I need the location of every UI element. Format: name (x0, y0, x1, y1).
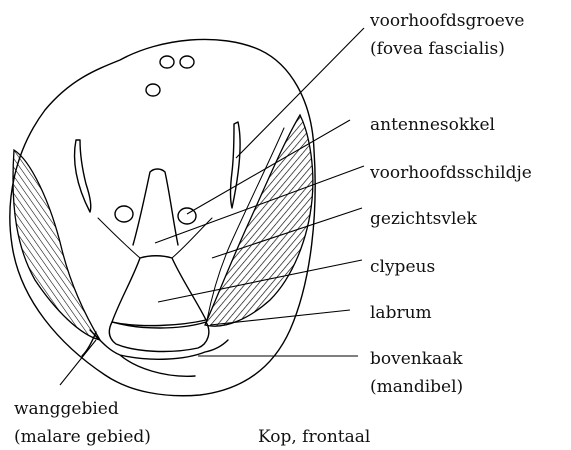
ocellus-right (180, 56, 194, 68)
label-mandible-line1: bovenkaak (370, 349, 463, 369)
leader-malar (60, 340, 96, 385)
ocellus-median (146, 84, 160, 96)
label-face-spot: gezichtsvlek (370, 209, 477, 229)
label-labrum: labrum (370, 303, 432, 323)
fovea-left (75, 140, 91, 212)
label-mandible-line2: (mandibel) (370, 377, 463, 397)
figure-caption: Kop, frontaal (258, 427, 370, 447)
label-antenna-socket: antennesokkel (370, 115, 495, 135)
face-side-left-suture (98, 218, 140, 258)
label-frontal-shield: voorhoofdsschildje (369, 163, 532, 183)
label-fovea-line2: (fovea fascialis) (370, 39, 505, 59)
ocellus-left (160, 56, 174, 68)
frontal-shield (133, 169, 178, 245)
antenna-socket-left (115, 206, 133, 222)
label-malar-line2: (malare gebied) (14, 427, 151, 447)
compound-eye-right (205, 115, 313, 326)
label-clypeus: clypeus (370, 257, 435, 277)
compound-eye-left (13, 150, 100, 340)
labrum-outline (109, 322, 208, 351)
clypeus-outline (112, 256, 206, 326)
label-malar-line1: wanggebied (14, 399, 119, 419)
label-fovea-line1: voorhoofdsgroeve (369, 11, 525, 31)
fovea-right (231, 122, 241, 208)
